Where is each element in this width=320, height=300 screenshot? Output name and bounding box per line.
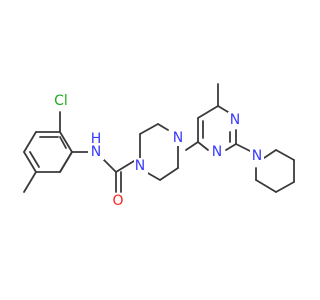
bond [59, 151, 73, 173]
bond [145, 171, 161, 181]
bond [275, 149, 295, 161]
carbonyl-oxygen-label: O [112, 193, 123, 209]
bond [23, 151, 37, 173]
amide-nitrogen-label: N [91, 144, 101, 160]
bond [115, 160, 135, 173]
bond [197, 141, 209, 151]
bond [29, 151, 40, 168]
bond [185, 141, 199, 151]
bonds [23, 83, 295, 193]
piperazine-n1-label: N [135, 158, 145, 174]
pyrimidine-n1-label: N [230, 112, 240, 128]
bond [217, 105, 229, 113]
bond [59, 131, 73, 153]
molecule-canvas: Cl N H O N N N N N [23, 83, 295, 212]
bond [197, 105, 219, 119]
bond [235, 143, 253, 153]
bond [103, 159, 117, 173]
bond [275, 181, 295, 193]
bond [159, 167, 179, 181]
bond [157, 123, 169, 131]
bond [23, 171, 37, 193]
molecule-structure: Cl N H O N N N N N [23, 83, 295, 212]
bond [225, 143, 237, 151]
amide-hydrogen-label: H [91, 131, 102, 147]
pyrimidine-n3-label: N [212, 144, 222, 160]
piperazine-n4-label: N [173, 130, 183, 146]
chlorine-atom-label: Cl [54, 93, 68, 109]
piperidine-n-label: N [252, 148, 262, 164]
bond [59, 136, 67, 149]
bond [139, 123, 159, 135]
bond [23, 131, 37, 153]
bond [255, 179, 277, 193]
bond [263, 149, 277, 159]
atom-labels: Cl N H O N N N N N [50, 92, 264, 212]
